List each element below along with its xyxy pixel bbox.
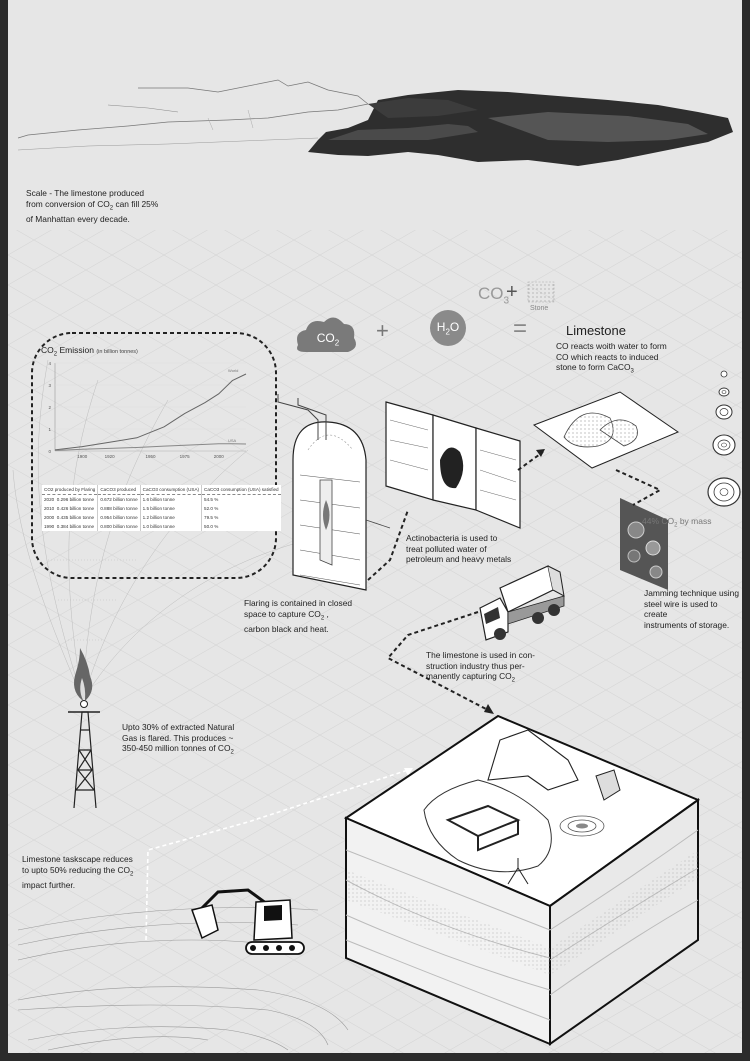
y-tick-label: 4 [48,361,51,366]
poster: Scale - The limestone produced from conv… [8,0,742,1053]
flare-tower [68,648,100,809]
taskscape-note: Limestone taskscape reduces to upto 50% … [22,854,134,890]
co3-label: CO3 [478,284,510,307]
y-tick-label: 1 [48,427,51,432]
table-cell: 2010 0.426 billion tonne [42,504,99,513]
co2-cloud [297,317,356,352]
table-cell-flaring: 0.296 billion tonne [56,497,95,502]
table-cell: 0.672 billion tonne [97,494,141,504]
co3-plus: + [506,281,518,303]
table-header: CaCO3 produced [97,485,141,495]
formula-equals: = [513,315,528,342]
taskscape-arrow [145,769,409,941]
emission-chart: CO2 Emission (in billion tonnes) 0 1 2 3 4 19… [41,345,256,545]
table-cell-year: 2010 [44,506,55,511]
y-tick-label: 2 [48,405,51,410]
actino-note: Actinobacteria is used to treat polluted… [406,533,512,564]
excavator [191,888,305,955]
arrow-heads [484,449,545,714]
scale-note: Scale - The limestone produced from conv… [26,188,159,224]
formula-plus: + [376,318,389,343]
chart-frame [31,332,277,579]
manhattan-map [17,79,733,166]
jamming-note: Jamming technique using steel wire is us… [644,588,739,630]
table-cell: 0.800 billion tonne [97,522,141,531]
x-tick-label: 2000 [214,454,225,459]
table-cell: 0.954 billion tonne [97,513,141,522]
table-header: CaCO3 consumption (USA) satisfied [201,485,281,495]
gas-note: Upto 30% of extracted Natural Gas is fla… [122,722,235,756]
stone-label: Stone [530,305,549,312]
table-cell: 54.5 % [204,497,219,502]
limestone-heaps [532,391,680,469]
table-cell: 1.6 billion tonne [140,494,203,504]
table-cell: 0.888 billion tonne [97,504,141,513]
stone-box [527,281,555,303]
series-label: USA [228,438,237,443]
dump-truck [479,565,565,641]
table-cell: 52.0 % [204,506,219,511]
x-tick-label: 1900 [77,454,88,459]
table-header: CO2 produced by Flaring [42,485,99,495]
poster-artwork [8,79,742,1053]
table-cell-flaring: 0.426 billion tonne [56,506,95,511]
y-tick-label: 0 [48,449,51,454]
flaring-chamber [277,394,391,591]
mass-label: 44% CO2 by mass [642,516,712,529]
limestone-title: Limestone [566,323,626,338]
table-cell-flaring: 0.384 billion tonne [56,524,95,529]
table-cell: 2020 0.296 billion tonne [42,494,99,504]
y-tick-label: 3 [48,383,51,388]
h2o-label: H2O [436,320,460,337]
ground-block [343,714,701,1046]
water-panels [385,401,521,529]
limestone-note: CO reacts woith water to form CO which r… [556,341,667,375]
table-header-row: CO2 produced by Flaring CaCO3 produced C… [42,485,281,495]
table-cell-year: 1990 [44,524,55,529]
construction-note: The limestone is used in con- struction … [426,650,535,684]
series-line-usa [54,443,247,452]
x-tick-label: 1975 [180,454,191,459]
table-cell: 2000 0.435 billion tonne [42,513,99,522]
table-header: CaCO3 consumption (USA) [140,485,203,495]
jamming-photo [620,498,668,590]
table-cell: 50.0 % [204,524,219,529]
table-cell: 1.2 billion tonne [140,513,203,522]
emission-table: CO2 produced by Flaring CaCO3 produced C… [42,485,281,531]
series-label: World [228,368,238,373]
x-tick-label: 1920 [105,454,116,459]
table-cell: 79.5 % [204,515,219,520]
h2o-circle [430,310,466,346]
table-cell: 1990 0.384 billion tonne [42,522,99,531]
taskscape-arrow-head [404,768,413,776]
series-line-world [54,373,247,451]
table-cell-year: 2020 [44,497,55,502]
table-cell-flaring: 0.435 billion tonne [56,515,95,520]
co2-label: CO2 [316,331,340,348]
stone-pebbles [707,370,741,507]
flaring-note: Flaring is contained in closed space to … [244,598,353,634]
table-cell: 1.5 billion tonne [140,504,203,513]
chart-title: CO2 Emission (in billion tonnes) [41,345,138,358]
table-cell-year: 2000 [44,515,55,520]
flow-arrows [367,451,663,711]
x-tick-label: 1950 [145,454,156,459]
table-cell: 1.0 billion tonne [140,522,203,531]
